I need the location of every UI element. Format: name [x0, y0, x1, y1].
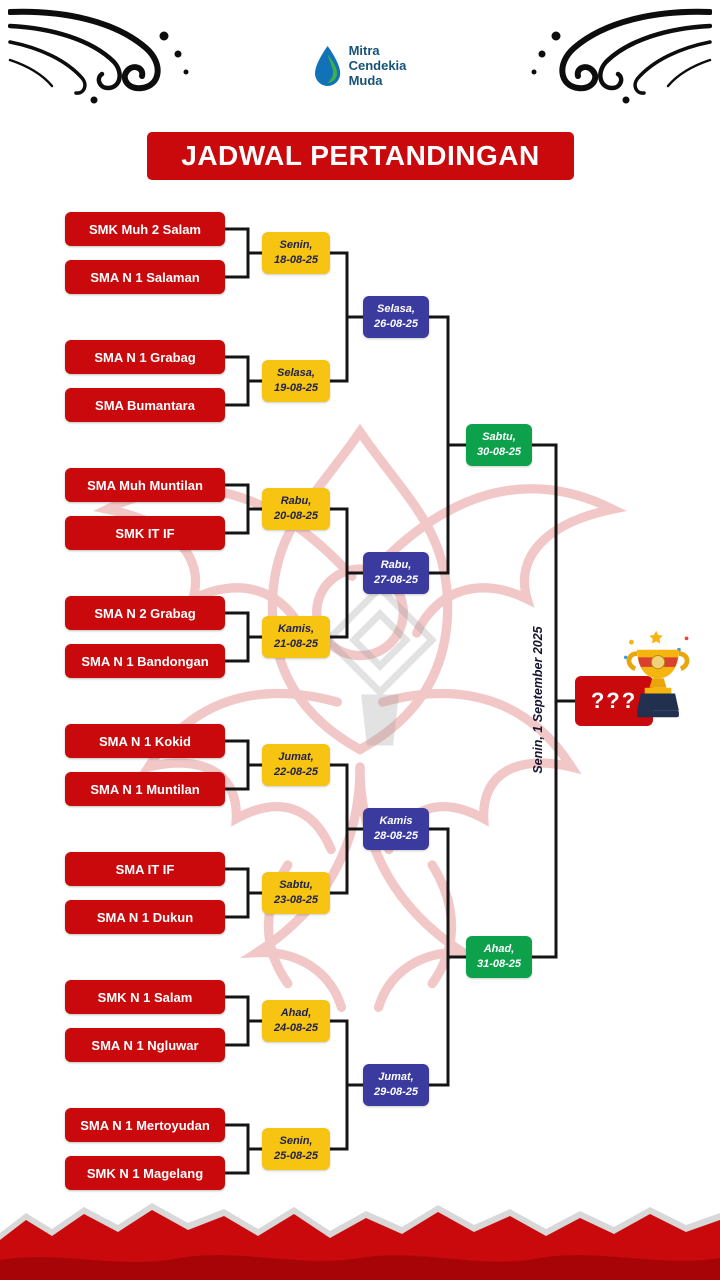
quarterfinal-date-badge: Selasa, 26-08-25 — [363, 296, 429, 338]
match-day: Ahad, — [483, 943, 515, 956]
quarterfinal-date-badge: Rabu, 27-08-25 — [363, 552, 429, 594]
round1-date-badge: Sabtu, 23-08-25 — [262, 872, 330, 914]
team-box: SMK IT IF — [65, 516, 225, 550]
team-box: SMA N 1 Ngluwar — [65, 1028, 225, 1062]
match-day: Sabtu, — [482, 431, 516, 444]
match-date: 18-08-25 — [273, 254, 319, 266]
match-day: Rabu, — [380, 559, 412, 572]
team-box: SMA N 1 Bandongan — [65, 644, 225, 678]
round1-date-badge: Senin, 18-08-25 — [262, 232, 330, 274]
team-box: SMA N 2 Grabag — [65, 596, 225, 630]
match-date: 21-08-25 — [273, 638, 319, 650]
match-day: Jumat, — [278, 751, 314, 764]
round1-date-badge: Rabu, 20-08-25 — [262, 488, 330, 530]
title-banner: JADWAL PERTANDINGAN — [147, 132, 574, 180]
faded-emblem — [323, 583, 437, 746]
match-day: Senin, — [279, 239, 313, 252]
team-box: SMA N 1 Salaman — [65, 260, 225, 294]
flourish-right-icon — [531, 8, 712, 104]
match-day: Kamis, — [277, 623, 315, 636]
team-box: SMA N 1 Mertoyudan — [65, 1108, 225, 1142]
match-day: Rabu, — [280, 495, 312, 508]
match-date: 20-08-25 — [273, 510, 319, 522]
match-day: Sabtu, — [279, 879, 313, 892]
team-box: SMA N 1 Dukun — [65, 900, 225, 934]
match-date: 22-08-25 — [273, 766, 319, 778]
match-date: 30-08-25 — [476, 446, 522, 458]
flourish-left-icon — [8, 8, 189, 104]
quarterfinal-date-badge: Jumat, 29-08-25 — [363, 1064, 429, 1106]
team-box: SMK N 1 Salam — [65, 980, 225, 1014]
team-box: SMA IT IF — [65, 852, 225, 886]
team-box: SMA Bumantara — [65, 388, 225, 422]
round1-date-badge: Selasa, 19-08-25 — [262, 360, 330, 402]
torn-paper-edge — [0, 1203, 720, 1280]
match-date: 24-08-25 — [273, 1022, 319, 1034]
match-date: 25-08-25 — [273, 1150, 319, 1162]
match-date: 26-08-25 — [373, 318, 419, 330]
team-box: SMA Muh Muntilan — [65, 468, 225, 502]
logo-text-line: Cendekia — [348, 57, 407, 73]
match-date: 29-08-25 — [373, 1086, 419, 1098]
team-box: SMA N 1 Kokid — [65, 724, 225, 758]
logo-text-line: Muda — [348, 72, 383, 88]
match-day: Jumat, — [378, 1071, 414, 1084]
match-day: Selasa, — [277, 367, 315, 380]
match-date: 23-08-25 — [273, 894, 319, 906]
match-date: 19-08-25 — [273, 382, 319, 394]
team-box: SMK N 1 Magelang — [65, 1156, 225, 1190]
match-date: 27-08-25 — [373, 574, 419, 586]
final-date-label: Senin, 1 September 2025 — [531, 626, 545, 774]
match-day: Selasa, — [377, 303, 415, 316]
water-drop-icon — [314, 46, 341, 87]
quarterfinal-date-badge: Kamis 28-08-25 — [363, 808, 429, 850]
match-day: Kamis — [379, 815, 413, 828]
team-box: SMK Muh 2 Salam — [65, 212, 225, 246]
round1-date-badge: Senin, 25-08-25 — [262, 1128, 330, 1170]
team-box: SMA N 1 Grabag — [65, 340, 225, 374]
round1-date-badge: Kamis, 21-08-25 — [262, 616, 330, 658]
logo: Mitra Cendekia Muda — [314, 43, 407, 89]
match-date: 31-08-25 — [476, 958, 522, 970]
round1-date-badge: Jumat, 22-08-25 — [262, 744, 330, 786]
round1-date-badge: Ahad, 24-08-25 — [262, 1000, 330, 1042]
trophy-icon — [623, 630, 690, 718]
semifinal-date-badge: Ahad, 31-08-25 — [466, 936, 532, 978]
semifinal-date-badge: Sabtu, 30-08-25 — [466, 424, 532, 466]
match-day: Senin, — [279, 1135, 313, 1148]
match-day: Ahad, — [280, 1007, 312, 1020]
team-box: SMA N 1 Muntilan — [65, 772, 225, 806]
logo-text: Mitra Cendekia Muda — [348, 43, 407, 89]
page-title: JADWAL PERTANDINGAN — [181, 140, 540, 171]
match-date: 28-08-25 — [373, 830, 419, 842]
champion-box: ??? — [575, 676, 653, 726]
logo-text-line: Mitra — [348, 43, 380, 58]
